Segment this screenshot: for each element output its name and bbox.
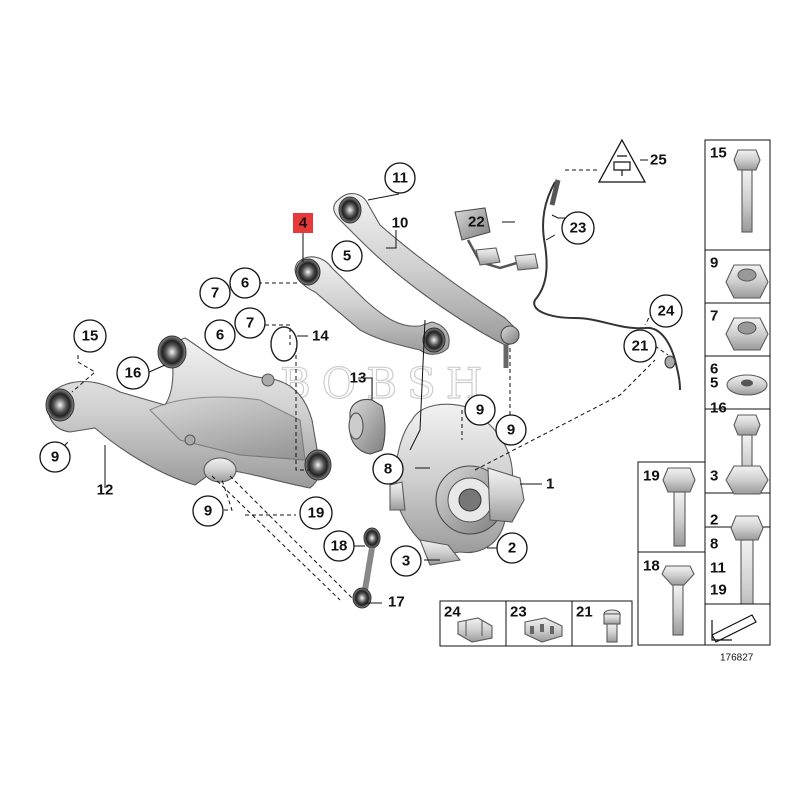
- bolt-18-icon: [661, 565, 695, 636]
- upper-control-arm: [294, 256, 450, 355]
- fastener-panel: 15 9 7 6 5 16 3 2 8 11 19 19 18: [637, 139, 771, 646]
- o-ring: [270, 326, 298, 362]
- callout-15: 15: [82, 328, 99, 345]
- bottom-label-23: 23: [510, 604, 527, 621]
- callout-9-right: 9: [507, 422, 515, 439]
- nut-3-icon: [725, 465, 769, 495]
- panel-label-9: 9: [710, 255, 718, 272]
- panel-label-16: 16: [710, 400, 727, 417]
- callout-22: 22: [468, 214, 485, 231]
- stabilizer-link: [352, 527, 381, 609]
- nut-9-icon: [725, 264, 769, 299]
- callout-25: 25: [650, 152, 667, 169]
- panel-label-2: 2: [710, 512, 718, 529]
- panel-label-8: 8: [710, 536, 718, 553]
- callout-4-highlight: [293, 213, 313, 233]
- bottom-panel: 24 23 21: [439, 600, 633, 647]
- callout-7-top: 7: [211, 285, 219, 302]
- direction-arrow-icon: [711, 614, 757, 643]
- callout-24: 24: [658, 303, 675, 320]
- nut-7-icon: [725, 317, 769, 351]
- bottom-label-21: 21: [576, 604, 593, 621]
- panel-label-11: 11: [710, 560, 726, 577]
- watermark: BOBSH: [280, 359, 492, 408]
- clip-24-icon: [457, 617, 493, 643]
- callout-11: 11: [392, 170, 408, 187]
- bottom-label-24: 24: [444, 604, 461, 621]
- rubber-bushing: [348, 398, 386, 455]
- panel-label-3: 3: [710, 468, 718, 485]
- callout-3: 3: [402, 553, 410, 570]
- callout-17: 17: [388, 594, 405, 611]
- callout-6-bottom: 6: [216, 327, 224, 344]
- panel-label-15: 15: [710, 145, 727, 162]
- callout-16: 16: [125, 365, 142, 382]
- panel-label-5: 5: [710, 375, 718, 392]
- callout-9-left: 9: [51, 449, 59, 466]
- callout-6-top: 6: [241, 275, 249, 292]
- callout-5: 5: [343, 248, 351, 265]
- callout-9-lower: 9: [204, 503, 212, 520]
- callout-13: 13: [350, 370, 367, 387]
- callout-8: 8: [384, 461, 392, 478]
- panel-label-7: 7: [710, 308, 718, 325]
- bolt-19-icon: [662, 467, 696, 547]
- leader-lines: [54, 159, 669, 604]
- sensor-cable: [533, 179, 681, 391]
- callout-12: 12: [97, 482, 114, 499]
- callouts: 11 10 5 4 7 6 6 7 14 15 16 13 9 12: [39, 152, 683, 611]
- callout-19: 19: [308, 505, 325, 522]
- panel-label-19: 19: [643, 468, 660, 485]
- callout-23: 23: [570, 220, 587, 237]
- callout-4: 4: [299, 215, 308, 232]
- callout-21: 21: [632, 338, 649, 355]
- drawing-number: 176827: [720, 653, 754, 664]
- screw-21-icon: [603, 609, 621, 643]
- callout-18: 18: [331, 538, 348, 555]
- lower-control-arm: [45, 335, 332, 489]
- panel-label-19b: 19: [710, 582, 727, 599]
- electrical-connector-symbol: [597, 138, 647, 183]
- direction-box: [704, 603, 771, 646]
- callout-7-bottom: 7: [246, 315, 254, 332]
- guide-arm: [333, 193, 520, 368]
- washer-6-icon: [726, 374, 768, 396]
- callout-1: 1: [546, 476, 554, 493]
- callout-2: 2: [508, 540, 516, 557]
- panel-label-6: 6: [710, 361, 718, 378]
- clip-23-icon: [524, 617, 563, 643]
- callout-10: 10: [392, 215, 409, 232]
- callout-14: 14: [312, 328, 329, 345]
- sensor-bracket: [454, 207, 539, 271]
- wheel-carrier: [389, 403, 525, 566]
- bolt-15-icon: [733, 149, 761, 233]
- panel-label-18: 18: [643, 558, 660, 575]
- callout-9-center: 9: [476, 402, 484, 419]
